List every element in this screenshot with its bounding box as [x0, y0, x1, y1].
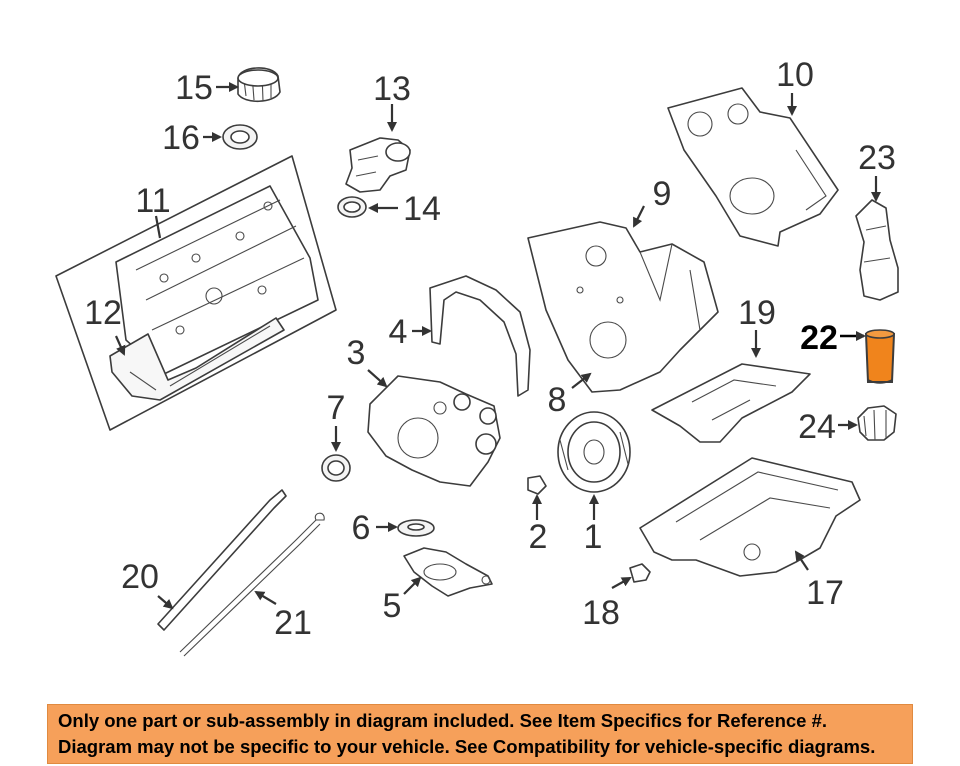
- part-19-oil-baffle: [651, 363, 811, 443]
- part-7-crank-seal: [321, 454, 351, 482]
- part-6-washer: [397, 519, 435, 537]
- callout-5: 5: [383, 587, 402, 625]
- callout-16: 16: [162, 119, 200, 157]
- disclaimer-line-1: Only one part or sub-assembly in diagram…: [58, 710, 828, 731]
- callout-11: 11: [135, 182, 170, 220]
- part-9-timing-cover: [527, 221, 719, 393]
- callout-13: 13: [373, 70, 411, 108]
- callout-3: 3: [347, 334, 366, 372]
- part-4-timing-cover-gasket: [429, 275, 531, 397]
- callout-17: 17: [806, 574, 844, 612]
- callout-14: 14: [403, 190, 441, 228]
- callout-23: 23: [858, 139, 896, 177]
- callout-8: 8: [548, 381, 567, 419]
- part-3-oil-pump: [367, 375, 501, 487]
- callout-18: 18: [582, 594, 620, 632]
- callout-19: 19: [738, 294, 776, 332]
- callout-4: 4: [389, 313, 408, 351]
- part-21-dipstick: [179, 512, 325, 657]
- leader-lines: [114, 82, 881, 610]
- part-10-engine-cover-plate: [667, 87, 839, 247]
- callout-12: 12: [84, 294, 122, 332]
- part-13-filler-tube: [345, 137, 411, 193]
- part-22-oil-filter-highlighted: [864, 329, 896, 384]
- callout-20: 20: [121, 558, 159, 596]
- part-18-drain-plug: [629, 563, 651, 583]
- part-11-valve-cover-group: [55, 155, 337, 431]
- callout-15: 15: [175, 69, 213, 107]
- part-2-bolt: [527, 475, 547, 495]
- part-15-oil-filler-cap: [237, 67, 281, 103]
- part-20-dipstick-tube: [157, 489, 287, 631]
- callout-21: 21: [274, 604, 312, 642]
- part-14-o-ring: [337, 196, 367, 218]
- part-23-filter-housing: [855, 199, 899, 301]
- engine-parts-diagram: 1 2 3 4 5 6 7 8 9 10 11 12 13 14 15 16 1…: [55, 56, 899, 657]
- callout-labels: 1 2 3 4 5 6 7 8 9 10 11 12 13 14 15 16 1…: [84, 56, 896, 642]
- part-17-oil-pan: [639, 457, 861, 577]
- callout-7: 7: [327, 389, 346, 427]
- callout-2: 2: [529, 518, 548, 556]
- disclaimer-line-2: Diagram may not be specific to your vehi…: [58, 736, 876, 757]
- part-5-oil-pickup: [403, 547, 493, 597]
- part-1-crank-pulley: [557, 411, 631, 493]
- callout-22-highlighted: 22: [800, 319, 838, 357]
- callout-24: 24: [798, 408, 836, 446]
- part-12-valve-cover-gasket: [109, 317, 285, 401]
- callout-10: 10: [776, 56, 814, 94]
- callout-9: 9: [653, 175, 672, 213]
- part-16-gasket: [222, 124, 258, 150]
- disclaimer-banner: Only one part or sub-assembly in diagram…: [47, 704, 913, 764]
- part-24-filter-cap: [857, 405, 897, 441]
- callout-6: 6: [352, 509, 371, 547]
- callout-1: 1: [584, 518, 603, 556]
